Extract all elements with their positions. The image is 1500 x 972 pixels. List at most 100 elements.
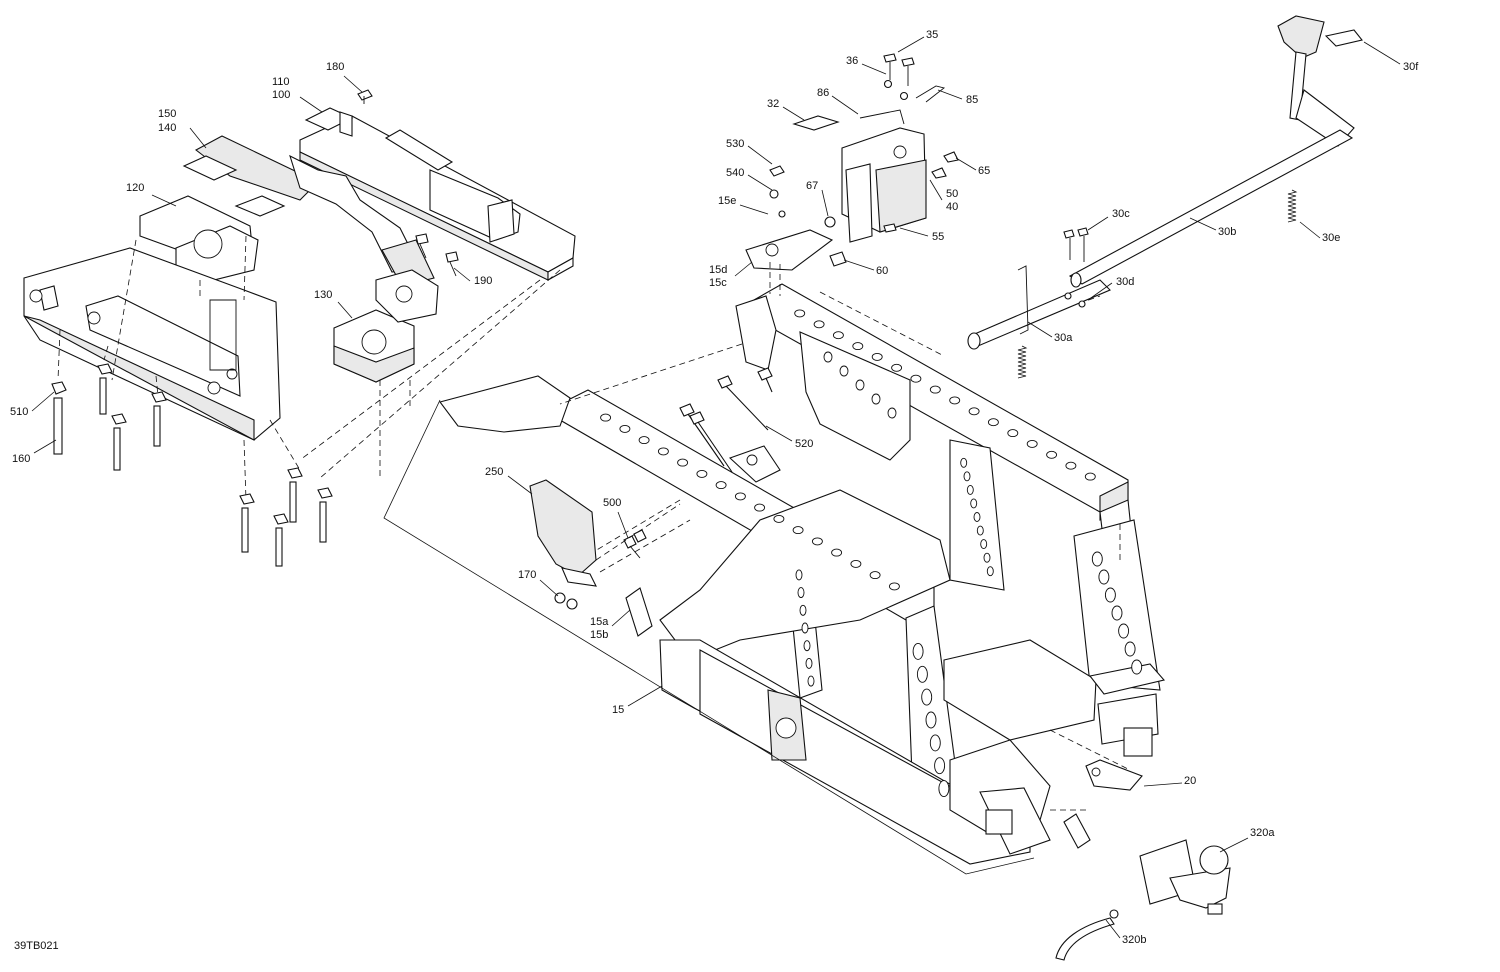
- callout-30f: 30f: [1403, 61, 1419, 73]
- perforation-hole: [916, 665, 928, 683]
- callout-520: 520: [795, 438, 813, 450]
- springs: [1017, 189, 1298, 379]
- spring-coil: [1017, 345, 1028, 379]
- perforation-hole: [934, 757, 946, 775]
- perforation-hole: [1091, 551, 1103, 567]
- callout-170: 170: [518, 569, 536, 581]
- perforation-hole: [813, 320, 825, 329]
- perforation-hole: [852, 342, 864, 351]
- perforation-hole: [910, 374, 922, 383]
- callout-86: 86: [817, 87, 829, 99]
- perforation-hole: [1046, 450, 1058, 459]
- perforation-hole: [619, 424, 631, 433]
- perforation-hole: [973, 512, 981, 522]
- callout-15c: 15c: [709, 277, 727, 289]
- callout-250: 250: [485, 466, 503, 478]
- perforation-hole: [805, 657, 813, 669]
- callout-15e: 15e: [718, 195, 736, 207]
- callout-40: 40: [946, 201, 958, 213]
- perforation-hole: [823, 351, 833, 363]
- callout-320b: 320b: [1122, 934, 1146, 946]
- perforation-hole: [921, 688, 933, 706]
- perforation-hole: [1118, 623, 1130, 639]
- callout-160: 160: [12, 453, 30, 465]
- callout-85: 85: [966, 94, 978, 106]
- callout-500: 500: [603, 497, 621, 509]
- callout-65: 65: [978, 165, 990, 177]
- perforation-hole: [803, 640, 811, 652]
- callout-15d: 15d: [709, 264, 727, 276]
- perforation-hole: [925, 711, 937, 729]
- leader-lines: [31, 36, 1401, 939]
- perforation-hole: [968, 407, 980, 416]
- frame-perforations: [600, 309, 1143, 798]
- perforation-hole: [869, 571, 881, 580]
- callout-labels: 1801101001501401201901305101603536868532…: [10, 29, 1419, 946]
- perforation-hole: [1084, 472, 1096, 481]
- perforation-hole: [970, 498, 978, 509]
- callout-100: 100: [272, 89, 290, 101]
- perforation-hole: [960, 457, 968, 468]
- callout-180: 180: [326, 61, 344, 73]
- perforation-hole: [799, 604, 807, 616]
- perforation-hole: [887, 407, 897, 419]
- perforation-hole: [949, 396, 961, 405]
- perforation-hole: [1104, 587, 1116, 603]
- perforation-hole: [831, 548, 843, 557]
- left-fasteners: [51, 363, 333, 567]
- perforation-hole: [871, 352, 883, 361]
- perforation-hole: [966, 484, 974, 495]
- callout-190: 190: [474, 275, 492, 287]
- perforation-hole: [797, 587, 805, 599]
- perforation-hole: [983, 552, 991, 563]
- perforation-hole: [792, 526, 804, 535]
- perforation-hole: [715, 481, 727, 490]
- callout-32: 32: [767, 98, 779, 110]
- callout-35: 35: [926, 29, 938, 41]
- callout-67: 67: [806, 180, 818, 192]
- callout-30d: 30d: [1116, 276, 1134, 288]
- callout-120: 120: [126, 182, 144, 194]
- hitch-assembly: [1055, 759, 1231, 961]
- callout-55: 55: [932, 231, 944, 243]
- perforation-hole: [938, 780, 950, 798]
- callout-140: 140: [158, 122, 176, 134]
- callout-20: 20: [1184, 775, 1196, 787]
- perforation-hole: [929, 734, 941, 752]
- perforation-hole: [1007, 429, 1019, 438]
- perforation-hole: [734, 492, 746, 501]
- shield-and-clip: [529, 479, 691, 637]
- perforation-hole: [696, 469, 708, 478]
- perforation-hole: [888, 582, 900, 591]
- callout-15a: 15a: [590, 616, 609, 628]
- perforation-hole: [795, 569, 803, 581]
- perforation-hole: [976, 525, 984, 536]
- perforation-hole: [980, 539, 988, 550]
- perforation-hole: [963, 471, 971, 482]
- release-lever-assembly: [967, 15, 1363, 379]
- callout-15: 15: [612, 704, 624, 716]
- perforation-hole: [912, 642, 924, 660]
- perforation-hole: [801, 622, 809, 634]
- callout-320a: 320a: [1250, 827, 1275, 839]
- perforation-hole: [1026, 439, 1038, 448]
- perforation-hole: [807, 675, 815, 687]
- perforation-hole: [657, 447, 669, 456]
- perforation-hole: [850, 559, 862, 568]
- left-alignment-lines: [57, 235, 561, 501]
- perforation-hole: [754, 503, 766, 512]
- spring-coil: [1287, 189, 1298, 223]
- callout-130: 130: [314, 289, 332, 301]
- callout-30a: 30a: [1054, 332, 1073, 344]
- perforation-hole: [773, 514, 785, 523]
- callout-30e: 30e: [1322, 232, 1340, 244]
- perforation-hole: [1098, 569, 1110, 585]
- perforation-hole: [839, 365, 849, 377]
- perforation-hole: [891, 363, 903, 372]
- perforation-hole: [600, 413, 612, 422]
- callout-540: 540: [726, 167, 744, 179]
- perforation-hole: [929, 385, 941, 394]
- callout-30c: 30c: [1112, 208, 1130, 220]
- drawing-code: 39TB021: [14, 940, 59, 952]
